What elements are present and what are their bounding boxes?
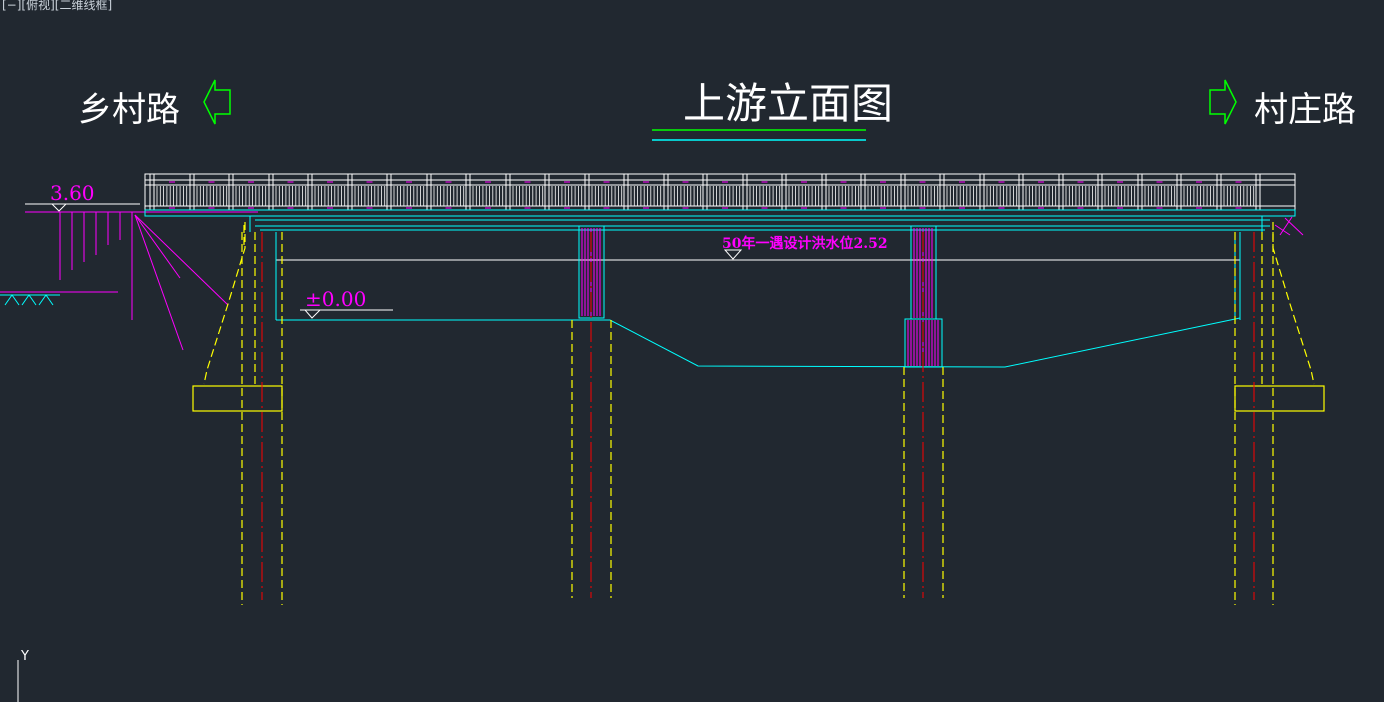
right-road-label: 村庄路 [1254,90,1356,130]
drawing-title: 上游立面图 [683,79,893,128]
riverbed-profile [276,317,1241,368]
viewport-label[interactable]: [−][俯视][二维线框] [2,0,113,12]
right-abutment [1234,222,1325,605]
left-embankment [0,212,229,351]
flood-level-triangle [723,249,743,260]
elevation-zero-triangle [303,309,322,319]
left-road-label: 乡村路 [78,90,180,130]
deck-slab [144,209,1296,232]
ucs-y-label: Y [20,649,29,664]
pier-2 [903,225,944,598]
pier-1 [571,225,612,598]
elevation-top-label: 3.60 [50,181,95,205]
right-arrow-icon [1209,79,1237,125]
ucs-icon: Y [17,649,29,702]
elevation-top-triangle [50,203,68,212]
left-abutment [192,222,283,605]
elevation-zero-label: ±0.00 [305,287,366,311]
left-arrow-icon [203,79,231,125]
bridge-railing [144,173,1296,211]
flood-level-note: 50年一遇设计洪水位2.52 [722,235,888,252]
right-embankment [1274,216,1304,236]
left-water-symbol [0,294,60,306]
